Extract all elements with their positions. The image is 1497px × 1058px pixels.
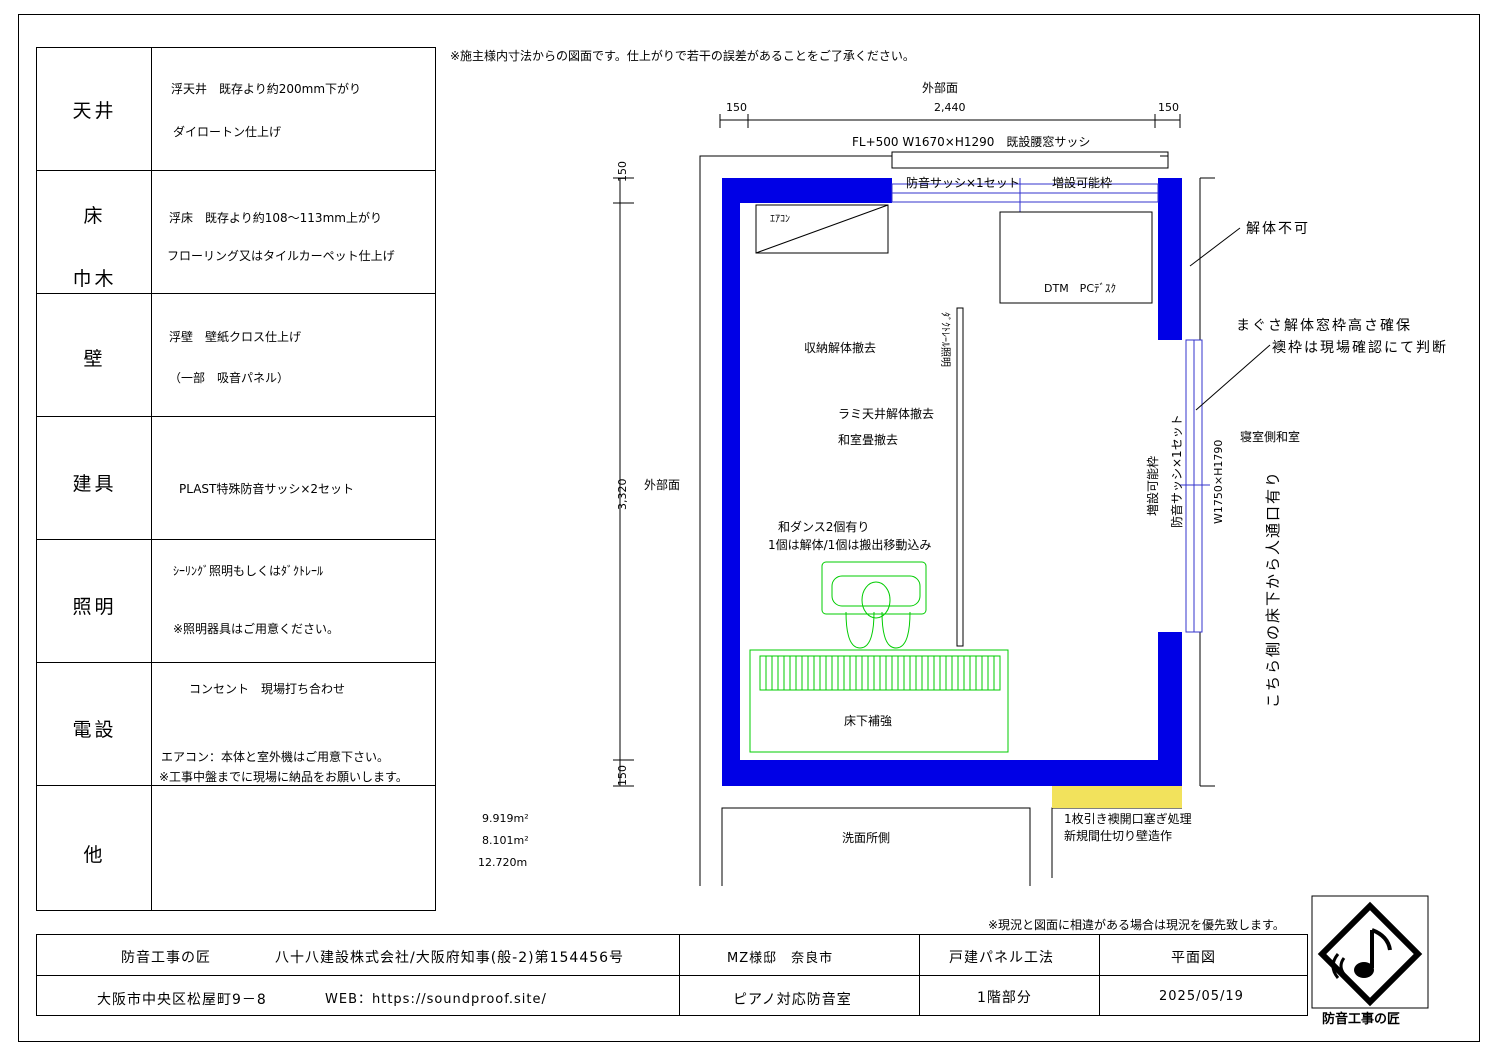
spec-line: 浮天井 既存より約200mm下がり (171, 82, 362, 96)
soundproof-walls (722, 178, 1182, 786)
bedroom-label: 寝室側和室 (1240, 430, 1301, 444)
desk-label: DTM PCﾃﾞｽｸ (1044, 282, 1116, 295)
spec-category: 天井 (37, 48, 152, 170)
spec-line: ダイロートン仕上げ (173, 125, 282, 139)
title-block: 防音工事の匠 八十八建設株式会社/大阪府知事(般-2)第154456号 大阪市中… (36, 934, 1308, 1016)
frame-note-2: 襖枠は現場確認にて判断 (1272, 340, 1448, 356)
spec-row-electrical: 電設 コンセント 現場打ち合わせ エアコン：本体と室外機はご用意下さい。 ※工事… (37, 663, 435, 786)
window-top-label: FL+500 W1670×H1290 既設腰窓サッシ (852, 135, 1091, 149)
aircon-label: ｴｱｺﾝ (770, 214, 790, 225)
fusuma-label-2: 新規間仕切り壁造作 (1064, 829, 1173, 843)
piano (749, 649, 1009, 753)
spec-category: 床 巾木 (37, 171, 152, 293)
drawing-frame (18, 14, 1480, 1042)
access-label: こちら側の床下から人通口有り (1264, 469, 1282, 708)
company-address: 大阪市中央区松屋町9－8 (97, 992, 267, 1008)
floor-level: 1階部分 (977, 990, 1032, 1006)
leader-line (1189, 227, 1241, 267)
top-note: ※施主様内寸法からの図面です。仕上がりで若干の誤差があることをご了承ください。 (450, 49, 915, 63)
spec-row-lighting: 照明 ｼｰﾘﾝｸﾞ照明もしくはﾀﾞｸﾄﾚｰﾙ ※照明器具はご用意ください。 (37, 540, 435, 663)
extend-top-label: 増設可能枠 (1052, 176, 1113, 190)
top-sash (891, 178, 1159, 212)
title-block-divider (37, 975, 1307, 976)
spec-line: コンセント 現場打ち合わせ (189, 682, 346, 696)
spec-line: 浮壁 壁紙クロス仕上げ (169, 330, 302, 344)
aircon (755, 204, 889, 254)
title-block-divider (919, 935, 920, 1015)
room-name: ピアノ対応防音室 (733, 992, 852, 1008)
spec-line: 浮床 既存より約108～113mm上がり (169, 211, 382, 225)
storage-label: 収納解体撤去 (804, 341, 877, 355)
company-logo: 防音工事の匠 (1308, 892, 1436, 1030)
ceiling-label: ラミ天井解体撤去 (838, 407, 935, 421)
spec-row-ceiling: 天井 浮天井 既存より約200mm下がり ダイロートン仕上げ (37, 48, 435, 171)
side-sash (1180, 339, 1210, 633)
extend-side-label: 増設可能枠 (1146, 455, 1160, 516)
piano-bench (821, 561, 927, 649)
leader-line (1195, 344, 1271, 411)
logo-text: 防音工事の匠 (1322, 1012, 1401, 1027)
tatami-label: 和室畳撤去 (838, 433, 899, 447)
company-label: 防音工事の匠 (121, 950, 211, 966)
client-name: MZ様邸 奈良市 (727, 951, 834, 966)
dim-150-top: 150 (616, 161, 629, 182)
company-name: 八十八建設株式会社/大阪府知事(般-2)第154456号 (275, 950, 625, 966)
dim-150-left: 150 (726, 101, 747, 114)
floor-reinforce-label: 床下補強 (844, 714, 893, 728)
bottom-note: ※現況と図面に相違がある場合は現況を優先致します。 (988, 918, 1285, 932)
existing-walls (699, 151, 1215, 886)
spec-category: 他 (37, 786, 152, 910)
dim-150-bottom: 150 (616, 765, 629, 786)
opening-patch (1052, 786, 1182, 808)
tansu-label-1: 和ダンス2個有り (778, 520, 870, 534)
washroom-label: 洗面所側 (842, 831, 891, 845)
dimension-left (613, 177, 634, 787)
spec-line: エアコン：本体と室外機はご用意下さい。 (161, 750, 390, 764)
title-block-divider (679, 935, 680, 1015)
music-note-icon (1311, 895, 1429, 1009)
tansu-label-2: 1個は解体/1個は搬出移動込み (768, 538, 932, 552)
spec-category: 電設 (37, 663, 152, 785)
sash-top-label: 防音サッシ×1セット (906, 176, 1020, 190)
spec-line: ｼｰﾘﾝｸﾞ照明もしくはﾀﾞｸﾄﾚｰﾙ (173, 564, 324, 578)
drawing-type: 平面図 (1171, 950, 1216, 966)
duct-rail-label: ﾀﾞｸﾄﾚｰﾙ照明 (939, 312, 950, 367)
dimension-top (719, 114, 1181, 128)
spec-line: ※工事中盤までに現場に納品をお願いします。 (159, 770, 408, 784)
dim-2440: 2,440 (934, 101, 966, 114)
title-block-divider (1099, 935, 1100, 1015)
spec-row-wall: 壁 浮壁 壁紙クロス仕上げ （一部 吸音パネル） (37, 294, 435, 417)
dim-3320: 3,320 (616, 478, 629, 511)
spec-line: （一部 吸音パネル） (169, 371, 290, 385)
sash-side-label: 防音サッシ×1セット (1170, 414, 1184, 528)
pc-desk (999, 211, 1153, 304)
window-side-label: W1750×H1790 (1212, 439, 1225, 524)
spec-line: ※照明器具はご用意ください。 (173, 622, 340, 636)
spec-line: PLAST特殊防音サッシ×2セット (179, 482, 355, 496)
spec-row-floor: 床 巾木 浮床 既存より約108～113mm上がり フローリング又はタイルカーペ… (37, 171, 435, 294)
area-value-2: 8.101m² (482, 834, 529, 847)
drawing-date: 2025/05/19 (1159, 989, 1244, 1004)
fusuma-label-1: 1枚引き襖開口塞ぎ処理 (1064, 812, 1192, 826)
spec-category: 照明 (37, 540, 152, 662)
spec-row-other: 他 (37, 786, 435, 910)
area-value-1: 9.919m² (482, 812, 529, 825)
company-website: WEB：https://soundproof.site/ (325, 992, 547, 1007)
outside-label-left: 外部面 (644, 478, 681, 492)
spec-category: 壁 (37, 294, 152, 416)
no-demolish-label: 解体不可 (1246, 221, 1310, 237)
construction-method: 戸建パネル工法 (949, 950, 1054, 966)
perimeter-value: 12.720m (478, 856, 528, 869)
spec-row-fittings: 建具 PLAST特殊防音サッシ×2セット (37, 417, 435, 540)
spec-category: 建具 (37, 417, 152, 539)
outside-label-top: 外部面 (922, 81, 959, 95)
duct-rail (956, 307, 964, 647)
spec-line: フローリング又はタイルカーペット仕上げ (167, 249, 395, 263)
frame-note-1: まぐさ解体窓枠高さ確保 (1236, 318, 1412, 334)
dim-150-right: 150 (1158, 101, 1179, 114)
spec-table: 天井 浮天井 既存より約200mm下がり ダイロートン仕上げ 床 巾木 浮床 既… (36, 47, 436, 911)
